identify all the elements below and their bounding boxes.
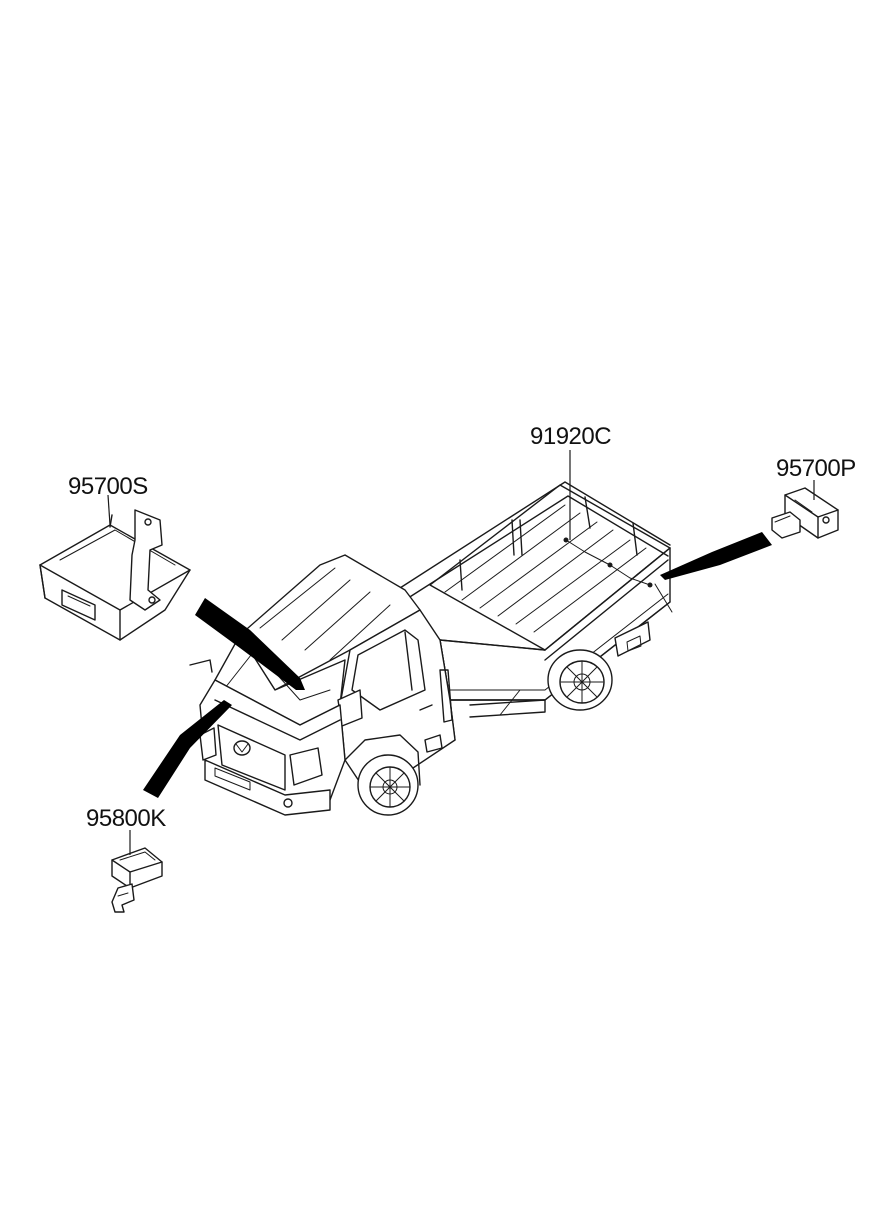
part-label-95700s: 95700S: [68, 473, 148, 500]
pointer-arrow-95700p: [660, 532, 772, 580]
sensor-95700p-illustration: [771, 487, 839, 539]
switch-95800k-illustration: [111, 847, 163, 913]
part-label-95800k: 95800K: [86, 805, 166, 832]
part-label-91920c: 91920C: [530, 423, 611, 450]
pointer-arrow-95700s: [195, 598, 305, 690]
leader-line-95700s: [107, 494, 111, 526]
pointer-arrow-95800k: [143, 700, 232, 798]
part-label-95700p: 95700P: [776, 455, 856, 482]
truck-illustration: [189, 481, 673, 816]
module-95700s-illustration: [39, 509, 191, 641]
